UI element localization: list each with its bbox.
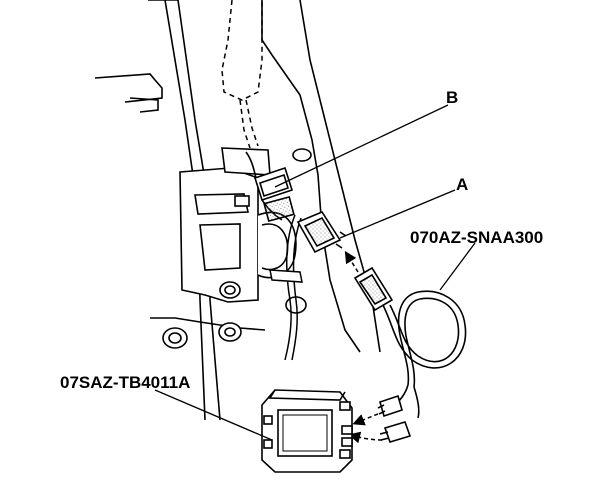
label-tester-part: 07SAZ-TB4011A bbox=[60, 373, 190, 392]
label-harness-part: 070AZ-SNAA300 bbox=[410, 228, 543, 247]
vehicle-harness bbox=[269, 214, 303, 361]
connector-a bbox=[296, 211, 347, 254]
connector-b bbox=[245, 151, 295, 223]
leader-tester bbox=[154, 389, 273, 441]
leader-b bbox=[274, 104, 449, 188]
label-a: A bbox=[456, 175, 468, 194]
tester-box bbox=[261, 389, 353, 473]
test-harness bbox=[353, 266, 467, 443]
dashed-harness bbox=[221, 0, 263, 149]
leader-a bbox=[339, 189, 456, 239]
leader-harness bbox=[439, 242, 476, 291]
leader-lines bbox=[154, 104, 476, 441]
label-b: B bbox=[446, 88, 458, 107]
connection-arrows bbox=[344, 250, 383, 444]
